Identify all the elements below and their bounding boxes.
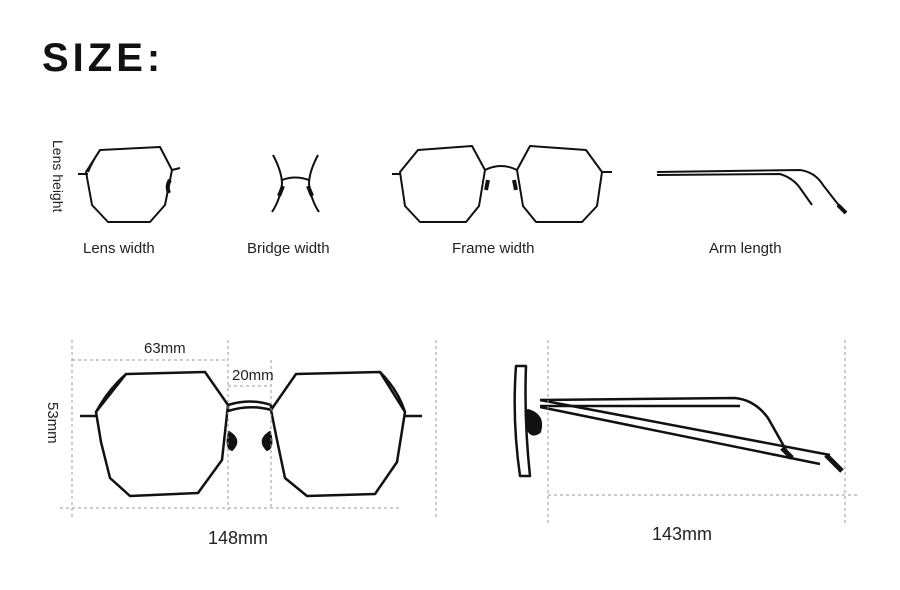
lens-width-value: 63mm — [144, 340, 186, 357]
dimension-guides — [60, 340, 860, 526]
page-title: SIZE: — [42, 36, 165, 80]
bridge-width-label: Bridge width — [247, 240, 330, 257]
nose-pad-right — [261, 431, 273, 451]
lens-width-icon — [78, 146, 181, 223]
lens-width-label: Lens width — [83, 240, 155, 257]
frame-width-label: Frame width — [452, 240, 535, 257]
nose-pad-left — [226, 431, 238, 451]
bridge-width-icon — [271, 154, 320, 213]
bridge-width-value: 20mm — [232, 367, 274, 384]
lens-height-value: 53mm — [44, 402, 61, 444]
frame-side-view — [513, 364, 844, 478]
frame-width-value: 148mm — [208, 528, 269, 548]
arm-length-label: Arm length — [709, 240, 782, 257]
arm-length-icon — [656, 169, 848, 215]
frame-front-view — [80, 370, 422, 498]
arm-length-value: 143mm — [652, 524, 713, 544]
side-nose-pad — [527, 409, 543, 436]
frame-width-icon — [392, 145, 612, 223]
